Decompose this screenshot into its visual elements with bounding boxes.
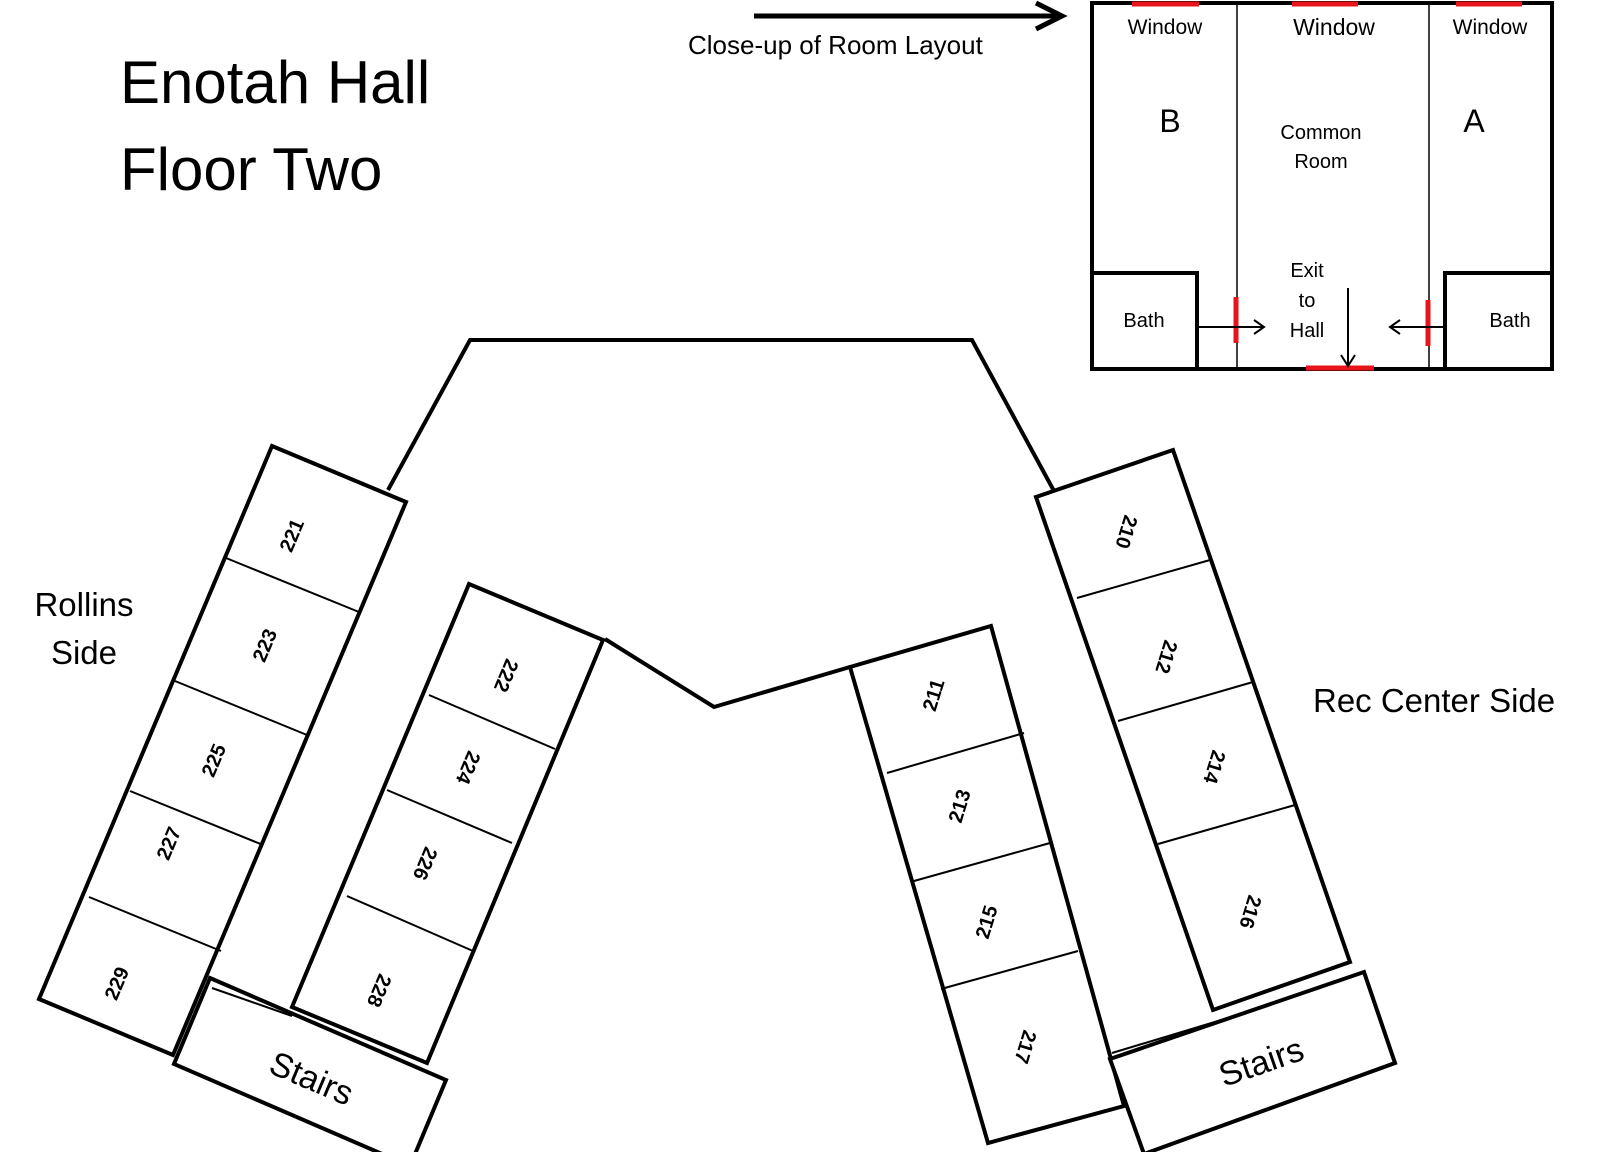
bath-right-arrow-head-icon bbox=[1388, 319, 1401, 335]
common-room-label-line-2: Room bbox=[1294, 151, 1347, 173]
stairs-right-connector bbox=[1111, 1017, 1229, 1054]
closeup-arrow-head-icon bbox=[1034, 0, 1068, 32]
closeup-caption: Close-up of Room Layout bbox=[688, 30, 984, 60]
stairs-left-box bbox=[171, 975, 449, 1152]
room-divider bbox=[386, 789, 513, 844]
stairs-left-connector bbox=[211, 987, 293, 1017]
exit-label-line-2: to bbox=[1299, 290, 1316, 312]
rollins-side-label-line-2: Side bbox=[51, 634, 117, 671]
title-line-2: Floor Two bbox=[120, 136, 382, 203]
room-divider bbox=[1117, 681, 1254, 722]
room-divider bbox=[129, 790, 264, 846]
north-connector-wall bbox=[386, 338, 1056, 492]
window-right-label: Window bbox=[1453, 16, 1529, 39]
bedroom-b-label: B bbox=[1159, 103, 1180, 139]
title-line-1: Enotah Hall bbox=[120, 49, 430, 116]
room-divider bbox=[346, 895, 474, 952]
stairs-right-box bbox=[1107, 969, 1398, 1152]
bath-left-box bbox=[1090, 271, 1199, 371]
common-room-label-line-1: Common bbox=[1280, 122, 1361, 144]
south-connector-wall bbox=[603, 637, 851, 710]
exit-label-line-1: Exit bbox=[1290, 260, 1324, 282]
room-divider bbox=[88, 896, 222, 952]
wing-outer-right: 210 212 214 216 bbox=[1033, 447, 1353, 1013]
rec-center-side-label: Rec Center Side bbox=[1313, 682, 1555, 719]
room-divider bbox=[174, 680, 308, 736]
stairs-left: Stairs bbox=[171, 975, 449, 1152]
wing-outer-left: 221 223 225 227 229 bbox=[36, 443, 409, 1058]
window-center-label: Window bbox=[1293, 14, 1375, 40]
room-layout-closeup: Window Window Window B A Common Room Exi… bbox=[1090, 1, 1554, 371]
wing-inner-right: 211 213 215 217 bbox=[847, 623, 1127, 1146]
exit-label-line-3: Hall bbox=[1290, 320, 1324, 342]
room-divider bbox=[1076, 559, 1211, 599]
window-left-label: Window bbox=[1128, 16, 1204, 39]
room-divider bbox=[886, 732, 1025, 774]
rollins-side-label-line-1: Rollins bbox=[34, 586, 133, 623]
closeup-pointer: Close-up of Room Layout bbox=[688, 0, 1068, 60]
bath-right-box bbox=[1443, 271, 1554, 371]
wing-inner-left-outline bbox=[289, 581, 606, 1066]
bath-right-label: Bath bbox=[1489, 310, 1530, 332]
room-divider bbox=[1157, 804, 1296, 845]
exit-arrow-head-icon bbox=[1340, 354, 1356, 368]
room-divider bbox=[913, 842, 1051, 882]
room-divider bbox=[428, 694, 556, 750]
bedroom-a-label: A bbox=[1463, 103, 1485, 139]
bath-left-arrow-head-icon bbox=[1253, 319, 1266, 335]
building-outline bbox=[386, 338, 1056, 710]
wing-outer-left-outline bbox=[36, 443, 409, 1058]
wing-outer-right-outline bbox=[1033, 447, 1353, 1013]
wing-inner-right-outline bbox=[847, 623, 1127, 1146]
room-divider bbox=[940, 950, 1079, 990]
bath-left-label: Bath bbox=[1123, 310, 1164, 332]
room-divider bbox=[225, 557, 360, 613]
title-block: Enotah Hall Floor Two bbox=[120, 49, 430, 203]
wing-inner-left: 222 224 226 228 bbox=[289, 581, 606, 1066]
stairs-right: Stairs bbox=[1107, 969, 1398, 1152]
